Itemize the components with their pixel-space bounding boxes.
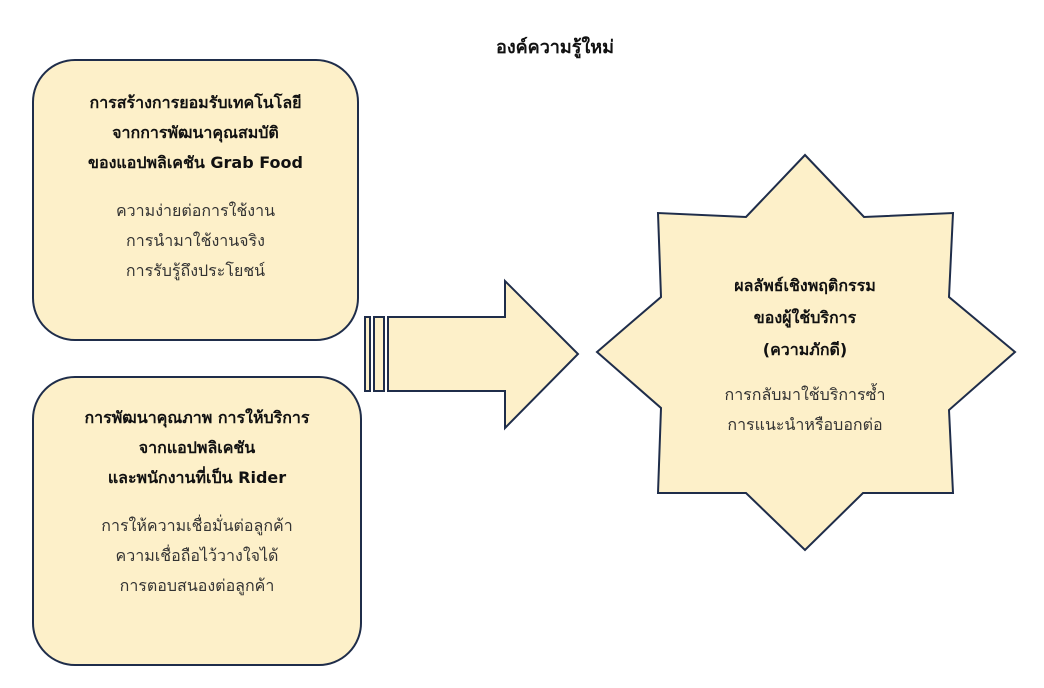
box1-heading-line: ของแอปพลิเคชัน Grab Food	[88, 153, 303, 172]
box1-heading-line: การสร้างการยอมรับเทคโนโลยี	[89, 93, 302, 112]
box2-item: การตอบสนองต่อลูกค้า	[119, 576, 275, 595]
box-technology-acceptance	[32, 59, 359, 341]
star-heading-line: ของผู้ใช้บริการ	[753, 308, 857, 327]
box2-heading-line: จากแอปพลิเคชัน	[138, 438, 256, 457]
star-heading-line: (ความภักดี)	[762, 340, 848, 359]
diagram-title: องค์ความรู้ใหม่	[496, 37, 614, 58]
box1-item: ความง่ายต่อการใช้งาน	[115, 201, 276, 220]
box1-item: การรับรู้ถึงประโยชน์	[125, 261, 266, 280]
box-service-quality	[32, 376, 362, 666]
box2-heading-line: การพัฒนาคุณภาพ การให้บริการ	[84, 408, 310, 427]
box2-text: การพัฒนาคุณภาพ การให้บริการ จากแอปพลิเคช…	[33, 403, 361, 601]
striped-right-arrow	[364, 278, 580, 431]
box1-item: การนำมาใช้งานจริง	[126, 231, 265, 250]
box2-heading-line: และพนักงานที่เป็น Rider	[107, 468, 287, 487]
box1-text: การสร้างการยอมรับเทคโนโลยี จากการพัฒนาคุ…	[33, 88, 358, 286]
star-text: ผลลัพธ์เชิงพฤติกรรม ของผู้ใช้บริการ (ควา…	[655, 270, 955, 440]
star-item: การกลับมาใช้บริการซ้ำ	[724, 385, 886, 404]
box1-heading-line: จากการพัฒนาคุณสมบัติ	[112, 123, 279, 142]
star-outcome	[595, 153, 1017, 552]
star-heading-line: ผลลัพธ์เชิงพฤติกรรม	[734, 276, 876, 295]
box2-item: ความเชื่อถือไว้วางใจได้	[115, 546, 279, 565]
box2-item: การให้ความเชื่อมั่นต่อลูกค้า	[101, 516, 293, 535]
star-item: การแนะนำหรือบอกต่อ	[727, 415, 883, 434]
